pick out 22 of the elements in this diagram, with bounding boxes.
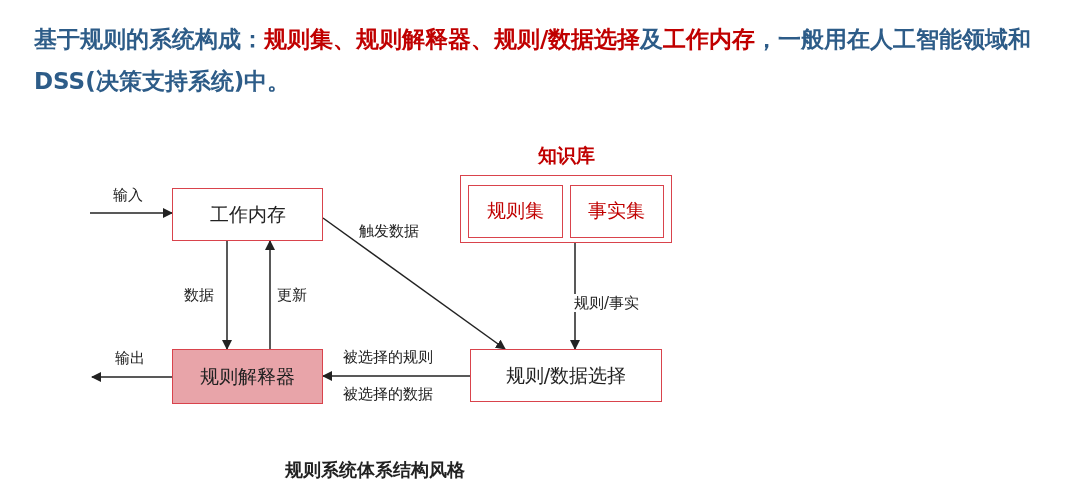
group-heading: 知识库 — [536, 143, 596, 168]
edge-label: 输入 — [112, 186, 144, 204]
arrow — [322, 371, 471, 381]
note-text: 被选择的数据 — [342, 385, 434, 403]
edge-label: 数据 — [183, 286, 215, 304]
edge-label: 规则/事实 — [573, 294, 641, 312]
arrow — [265, 240, 275, 350]
arrow — [222, 240, 232, 350]
process-box: 事实集 — [569, 184, 664, 238]
edge-label: 更新 — [276, 286, 308, 304]
heading: 基于规则的系统构成：规则集、规则解释器、规则/数据选择及工作内存，一般用在人工智能领域和DSS(决策支持系统)中。 — [34, 25, 1033, 96]
process-box: 规则集 — [467, 184, 563, 238]
process-box: 工作内存 — [172, 188, 323, 241]
process-box: 规则/数据选择 — [470, 349, 662, 402]
edge-label: 被选择的规则 — [342, 348, 434, 366]
arrow — [89, 208, 173, 218]
arrow — [322, 217, 506, 350]
edge-label: 触发数据 — [358, 222, 420, 240]
caption: 规则系统体系结构风格 — [285, 458, 465, 482]
edge-label: 输出 — [114, 349, 146, 367]
highlighted-process-box: 规则解释器 — [172, 349, 323, 404]
arrow — [91, 372, 173, 382]
